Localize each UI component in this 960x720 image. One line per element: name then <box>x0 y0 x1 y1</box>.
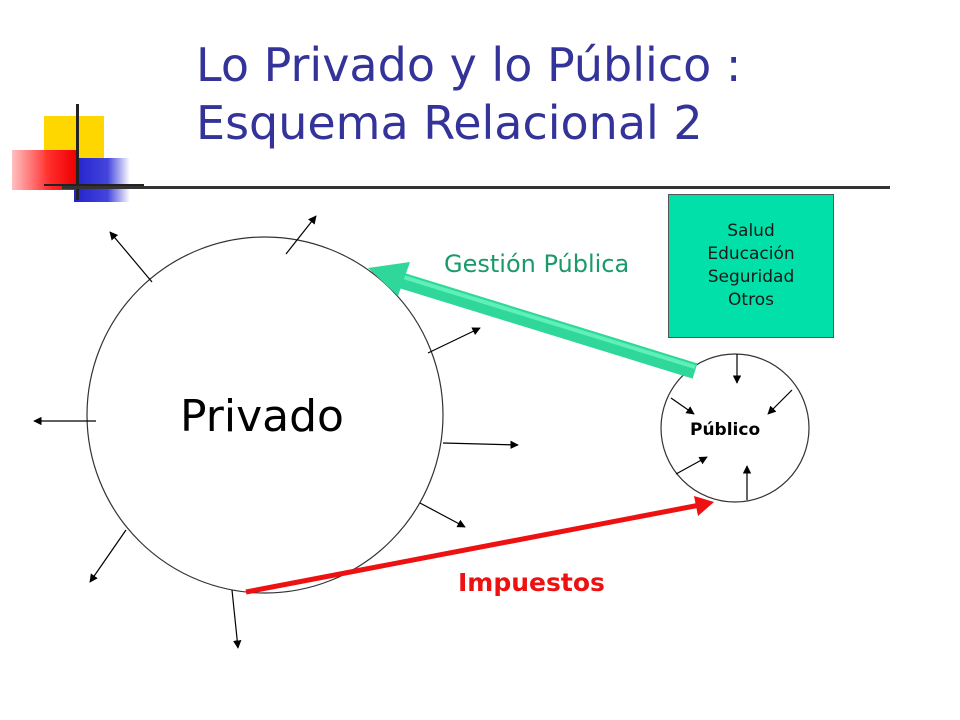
taxes-arrow <box>245 496 714 595</box>
public-services-box: Salud Educación Seguridad Otros <box>668 194 834 338</box>
private-arrow-down-right <box>419 502 466 528</box>
service-security: Seguridad <box>707 267 795 287</box>
public-management-arrow <box>368 262 698 379</box>
public-label: Público <box>690 420 761 440</box>
public-management-label: Gestión Pública <box>444 250 630 278</box>
public-arrow-top-right <box>767 389 793 415</box>
title-underline <box>62 186 890 189</box>
public-arrow-left <box>670 397 695 415</box>
public-arrow-bottom-left <box>675 456 708 475</box>
private-label: Privado <box>180 391 344 442</box>
private-arrow-right-upper <box>427 327 481 354</box>
public-incoming-arrows <box>670 354 793 500</box>
private-outgoing-arrows <box>33 215 519 649</box>
private-arrow-right <box>442 440 519 449</box>
service-health: Salud <box>727 221 775 241</box>
public-circle <box>660 353 810 503</box>
slide-title-line-1: Lo Privado y lo Público : <box>196 38 742 92</box>
service-education: Educación <box>707 244 795 264</box>
taxes-label: Impuestos <box>458 568 605 597</box>
slide-title-line-2: Esquema Relacional 2 <box>196 96 703 150</box>
private-arrow-down <box>231 589 242 649</box>
private-arrow-down-left <box>89 529 127 583</box>
slide-title: Lo Privado y lo Público : Esquema Relaci… <box>196 36 936 152</box>
private-arrow-up-left <box>109 231 153 283</box>
private-circle <box>86 236 444 594</box>
service-other: Otros <box>728 290 774 310</box>
private-arrow-up-right <box>285 215 317 255</box>
